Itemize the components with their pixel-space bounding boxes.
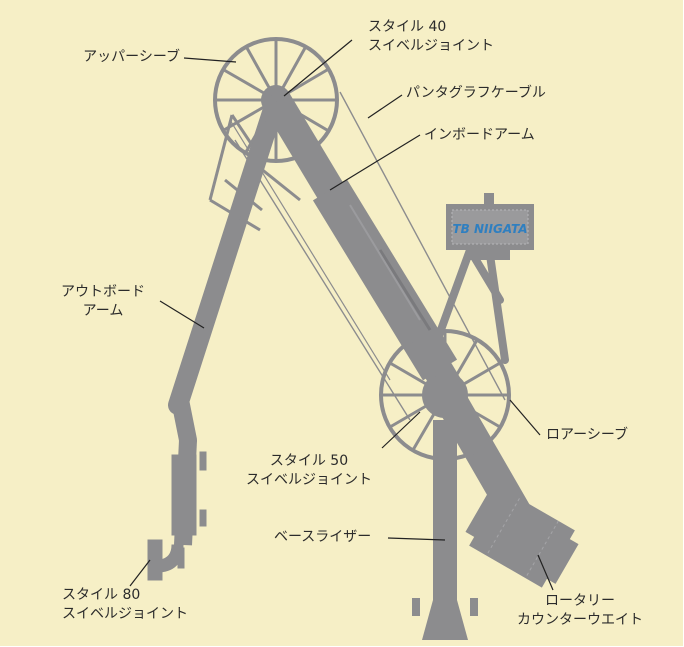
logo-text: TB NIIGATA <box>452 222 527 236</box>
label-style40-line1: スタイル 40 <box>368 19 447 35</box>
label-style50-line2: スイベルジョイント <box>246 472 372 488</box>
leader-lines <box>129 39 554 591</box>
leader-upper-sheave <box>183 57 237 63</box>
label-rotary-counterweight: ロータリー カウンターウエイト <box>510 592 650 630</box>
label-style40-line2: スイベルジョイント <box>368 38 494 54</box>
leader-outboard-arm <box>159 300 205 329</box>
label-style80-line2: スイベルジョイント <box>62 606 188 622</box>
tb-niigata-logo-box: TB NIIGATA <box>446 193 534 260</box>
rotary-counterweight-shape <box>465 488 579 588</box>
leader-base-riser <box>387 537 446 541</box>
label-base-riser: ベースライザー <box>274 529 372 545</box>
leader-pantograph-cable <box>367 94 403 119</box>
outboard-arm-shape <box>147 90 286 581</box>
upper-sheave-wheel <box>213 37 339 163</box>
leader-style50 <box>381 411 421 449</box>
label-style50: スタイル 50 スイベルジョイント <box>234 452 384 490</box>
label-lower-sheave: ロアーシーブ <box>546 427 629 443</box>
leader-lower-sheave <box>509 399 541 436</box>
label-counterweight-line2: カウンターウエイト <box>517 612 643 628</box>
label-upper-sheave: アッパーシーブ <box>83 49 180 65</box>
label-style50-line1: スタイル 50 <box>269 453 349 469</box>
label-outboard-arm: アウトボード アーム <box>38 283 168 321</box>
pantograph-cable-inner-line <box>234 139 411 421</box>
label-style40: スタイル 40 スイベルジョイント <box>368 18 494 56</box>
label-style80: スタイル 80 スイベルジョイント <box>62 586 188 624</box>
leader-inboard-arm <box>329 134 421 191</box>
label-style80-line1: スタイル 80 <box>62 587 141 603</box>
leader-style80 <box>129 559 151 587</box>
label-outboard-arm-line2: アーム <box>82 303 124 319</box>
leader-style40 <box>283 39 353 97</box>
leader-counterweight <box>537 554 554 591</box>
lower-sheave-wheel <box>379 329 511 461</box>
base-riser-shape <box>412 420 478 640</box>
label-pantograph-cable: パンタグラフケーブル <box>406 85 546 101</box>
pantograph-cable-line <box>339 91 506 401</box>
label-inboard-arm: インボードアーム <box>424 127 535 143</box>
label-counterweight-line1: ロータリー <box>545 593 615 609</box>
label-outboard-arm-line1: アウトボード <box>61 284 145 300</box>
